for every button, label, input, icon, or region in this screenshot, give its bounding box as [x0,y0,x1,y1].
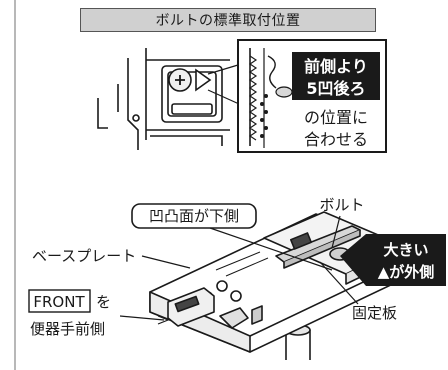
page-margin-rule [14,0,16,370]
section-title-text: ボルトの標準取付位置 [155,13,301,29]
bolt-label: ボルト [319,196,364,214]
front-mark-box [28,289,91,313]
callout-line-2: 5凹後ろ [306,79,365,98]
callout-box [292,52,380,100]
front-arrowhead [157,315,170,325]
fixing-plate-label: 固定板 [352,304,397,322]
face-label: 凹凸面が下側 [149,207,239,225]
outer-side-line-1: 大きい [383,241,428,259]
callout-line-3: の位置に [304,108,368,127]
callout-line-4: 合わせる [304,130,368,149]
face-label-box [131,203,257,229]
face-leader [209,227,333,271]
front-mark-label: FRONT [33,293,85,311]
assembly-labels: 凹凸面が下側 ボルト ベースプレート FRONT を 便器手前側 固定板 大きい… [28,196,446,338]
section-title: ボルトの標準取付位置 [80,8,376,32]
bolt-position-detail [97,48,249,150]
magnified-view: 前側より 5凹後ろ の位置に 合わせる [237,39,387,153]
front-leader [119,315,165,321]
base-plate-label: ベースプレート [32,247,136,265]
front-mark-suffix: を [96,293,111,311]
toilet-front-label: 便器手前側 [30,320,105,338]
bolt-leader [331,215,341,249]
base-plate-leader [141,255,191,269]
fixing-plate-leader [319,261,359,305]
outer-side-line-2: ▲が外側 [378,263,435,281]
callout-line-1: 前側より [304,57,368,76]
outer-side-callout [340,234,446,286]
